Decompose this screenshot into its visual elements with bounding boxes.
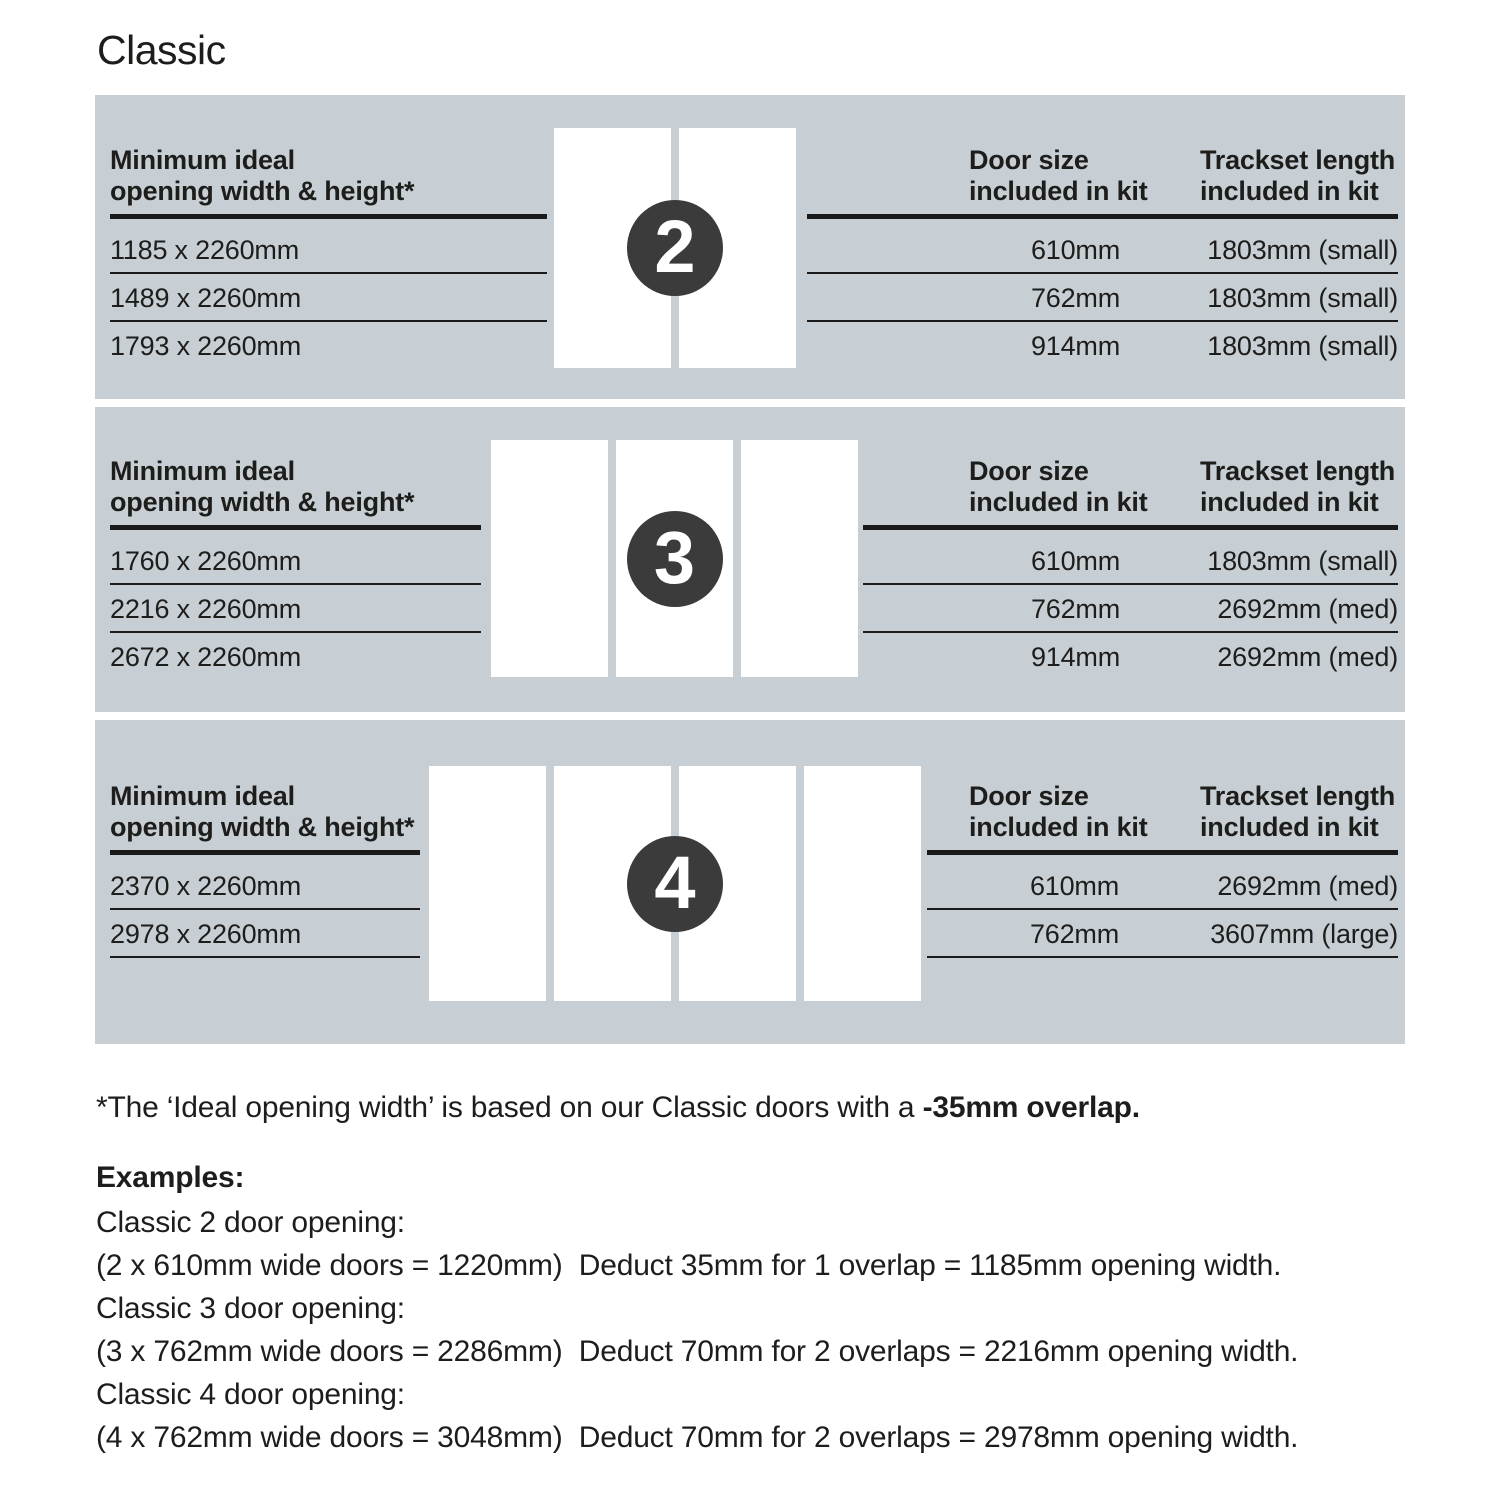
door-size-value: 610mm	[1030, 546, 1120, 576]
table-header-rule	[110, 525, 481, 530]
door-size-column-header: Door size included in kit	[969, 456, 1148, 517]
trackset-value: 1803mm (small)	[1207, 235, 1398, 265]
doors-diagram-3: 3	[491, 440, 858, 677]
example-line: (3 x 762mm wide doors = 2286mm) Deduct 7…	[96, 1335, 1299, 1368]
door-size-value: 914mm	[1030, 642, 1120, 672]
trackset-value: 1803mm (small)	[1207, 283, 1398, 313]
doors-diagram-2: 2	[554, 128, 796, 368]
opening-size-column-header: Minimum ideal opening width & height*	[110, 145, 415, 206]
opening-size-row: 2978 x 2260mm	[110, 910, 420, 958]
door-panel	[804, 766, 921, 1001]
opening-size-row: 1185 x 2260mm	[110, 226, 547, 274]
opening-size-table: 1185 x 2260mm 1489 x 2260mm 1793 x 2260m…	[110, 226, 547, 370]
example-line: Classic 2 door opening:	[96, 1206, 405, 1239]
door-size-value: 762mm	[1030, 594, 1120, 624]
examples-list: Classic 2 door opening: (2 x 610mm wide …	[96, 1201, 1299, 1459]
kit-contents-table: 610mm 1803mm (small) 762mm 1803mm (small…	[807, 226, 1398, 370]
door-panel	[491, 440, 608, 677]
trackset-column-header: Trackset length included in kit	[1200, 781, 1396, 842]
trackset-column-header: Trackset length included in kit	[1200, 145, 1396, 206]
door-size-value: 610mm	[1030, 235, 1120, 265]
table-header-rule	[927, 850, 1398, 855]
kit-contents-table: 610mm 1803mm (small) 762mm 2692mm (med) …	[863, 537, 1398, 681]
section-4-door: Minimum ideal opening width & height* 23…	[95, 720, 1405, 1044]
door-count-badge: 4	[627, 835, 723, 932]
section-3-door: Minimum ideal opening width & height* 17…	[95, 407, 1405, 712]
kit-contents-table: 610mm 2692mm (med) 762mm 3607mm (large)	[927, 862, 1398, 958]
example-line: Classic 3 door opening:	[96, 1292, 405, 1325]
opening-size-row: 2216 x 2260mm	[110, 585, 481, 633]
kit-row: 762mm 3607mm (large)	[927, 910, 1398, 958]
opening-size-row: 2370 x 2260mm	[110, 862, 420, 910]
table-header-rule	[863, 525, 1398, 530]
footnote-text: *The ‘Ideal opening width’ is based on o…	[96, 1091, 923, 1124]
doors-diagram-4: 4	[429, 766, 921, 1001]
opening-size-row: 1760 x 2260mm	[110, 537, 481, 585]
opening-size-row: 2672 x 2260mm	[110, 642, 302, 672]
opening-size-row: 1489 x 2260mm	[110, 274, 547, 322]
page-title: Classic	[97, 27, 226, 73]
opening-size-table: 1760 x 2260mm 2216 x 2260mm 2672 x 2260m…	[110, 537, 481, 681]
door-panel	[741, 440, 858, 677]
door-panel	[429, 766, 546, 1001]
opening-size-column-header: Minimum ideal opening width & height*	[110, 781, 415, 842]
footnote-bold-text: -35mm overlap.	[922, 1091, 1140, 1124]
table-header-rule	[110, 214, 547, 219]
example-line: (2 x 610mm wide doors = 1220mm) Deduct 3…	[96, 1249, 1282, 1282]
examples-heading: Examples:	[96, 1161, 245, 1194]
trackset-value: 3607mm (large)	[1210, 919, 1398, 949]
kit-row: 610mm 1803mm (small)	[863, 537, 1398, 585]
kit-row: 762mm 1803mm (small)	[807, 274, 1398, 322]
opening-size-column-header: Minimum ideal opening width & height*	[110, 456, 415, 517]
door-size-value: 762mm	[1029, 919, 1119, 949]
kit-row: 610mm 2692mm (med)	[927, 862, 1398, 910]
kit-row: 762mm 2692mm (med)	[863, 585, 1398, 633]
trackset-value: 2692mm (med)	[1217, 642, 1398, 672]
trackset-value: 2692mm (med)	[1217, 871, 1398, 901]
trackset-value: 1803mm (small)	[1207, 546, 1398, 576]
trackset-value: 1803mm (small)	[1207, 331, 1398, 361]
door-size-column-header: Door size included in kit	[969, 781, 1148, 842]
kit-row: 914mm 2692mm (med)	[863, 633, 1398, 681]
kit-row: 914mm 1803mm (small)	[807, 322, 1398, 370]
trackset-column-header: Trackset length included in kit	[1200, 456, 1396, 517]
table-header-rule	[807, 214, 1398, 219]
section-2-door: Minimum ideal opening width & height* 11…	[95, 95, 1405, 399]
opening-size-table: 2370 x 2260mm 2978 x 2260mm	[110, 862, 420, 958]
door-size-value: 762mm	[1030, 283, 1120, 313]
table-header-rule	[110, 850, 420, 855]
door-count-badge: 3	[626, 510, 723, 607]
kit-row: 610mm 1803mm (small)	[807, 226, 1398, 274]
overlap-footnote: *The ‘Ideal opening width’ is based on o…	[96, 1089, 1140, 1126]
opening-size-row: 1793 x 2260mm	[110, 331, 302, 361]
example-line: (4 x 762mm wide doors = 3048mm) Deduct 7…	[96, 1421, 1299, 1454]
example-line: Classic 4 door opening:	[96, 1378, 405, 1411]
door-size-column-header: Door size included in kit	[969, 145, 1148, 206]
door-count-badge: 2	[627, 200, 723, 296]
door-size-value: 914mm	[1030, 331, 1120, 361]
door-size-value: 610mm	[1029, 871, 1119, 901]
trackset-value: 2692mm (med)	[1217, 594, 1398, 624]
